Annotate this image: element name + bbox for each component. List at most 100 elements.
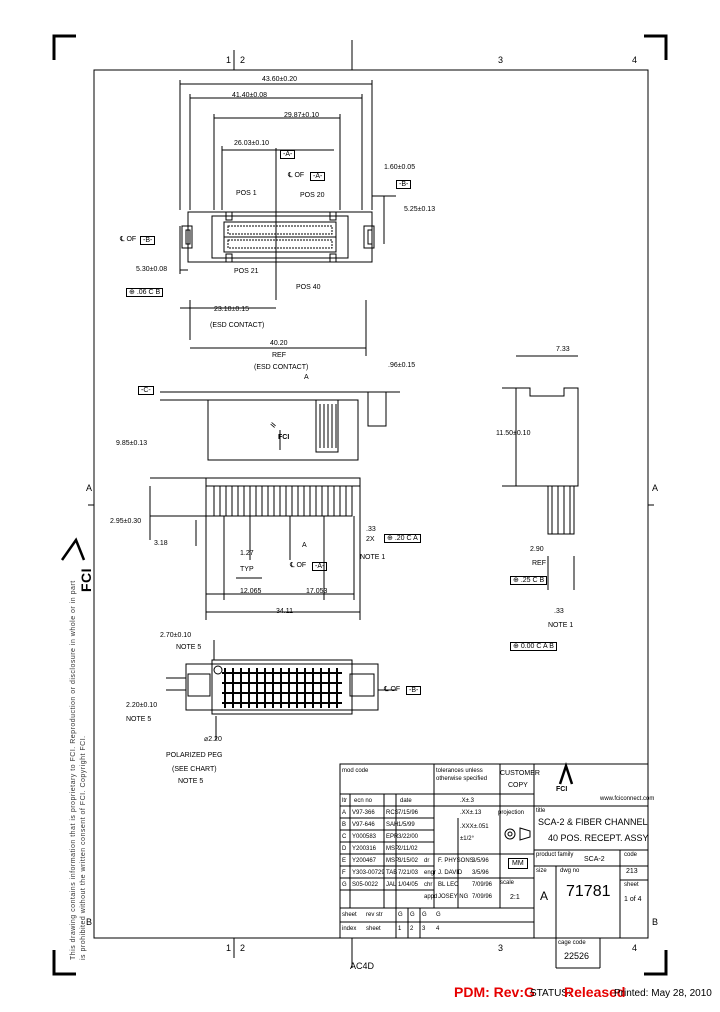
dim-40-20-note: (ESD CONTACT) [254,364,309,371]
bottom-view [166,640,396,740]
fcf-2-refs: C A [406,535,418,542]
rev-by: EPR [386,834,399,840]
title-block-grid [339,763,649,969]
rev-ltr: G [342,882,347,888]
corner-marks [52,34,668,976]
cl-of-a-label: ℄ OF [288,172,305,179]
label-pos-20: POS 20 [300,192,325,199]
zone-top-4: 4 [632,55,638,65]
rev-by: MSP [386,846,400,852]
rev-by: SAH [386,822,399,828]
rev-ecn: Y200467 [352,858,377,864]
rev-ltr: B [342,822,347,828]
zone-top-3: 3 [498,55,504,65]
tb-sheet: 1 of 4 [624,896,642,903]
cl-of-a-front-datum: -A- [312,562,328,571]
approval-date: 7/09/96 [472,894,493,900]
rev-date: 1/5/99 [398,822,415,828]
dim-40-20-ref: REF [272,352,286,359]
tb-copy: COPY [508,782,528,789]
rev-by: RCS [386,810,399,816]
fcf-2-tol: .20 [394,535,405,542]
rev-ecn: V97-366 [352,810,375,816]
side-notice-1: This drawing contains information that i… [70,580,77,960]
dim-0-33-side: .33 [554,608,564,615]
cl-of-a-datum: -A- [310,172,326,181]
tb-size: A [540,889,549,903]
tb-idx-g-1: G [398,912,403,918]
zone-left-a: A [86,483,93,493]
zone-right-b: B [652,917,659,927]
dim-2-20-note: NOTE 5 [126,716,152,723]
tb-row-sheet: sheet [342,912,357,918]
tb-idx-g-3: G [422,912,427,918]
dim-0-33-note: NOTE 1 [360,554,386,561]
side-view [502,355,579,590]
rev-date: 1/04/05 [398,882,419,888]
rev-by: JAL [386,882,397,888]
tb-hdr-date: date [400,798,412,804]
zone-bottom-1: 1 [226,943,232,953]
tb-cage-label: cage code [558,940,586,946]
fcf-4-tol: 0.00 [520,643,535,650]
tb-sheet-label: sheet [624,882,639,888]
tb-idx-1: 1 [398,926,402,932]
rev-by: TAB [386,870,398,876]
rev-ecn: Y000583 [352,834,377,840]
cl-of-b-datum: -B- [140,236,156,245]
rev-ltr: A [342,810,347,816]
tb-idx-g-2: G [410,912,415,918]
bottom-pin-grid [222,668,342,708]
fcf-3-tol: .25 [520,577,531,584]
dim-26-03: 26.03±0.10 [234,140,269,147]
approval-name: J. DAVID [438,870,463,876]
rev-ecn: S05-0022 [352,882,379,888]
dim-7-33: 7.33 [556,346,570,353]
dim-12-065: 12.065 [240,588,262,595]
tb-idx-g-4: G [436,912,441,918]
rev-date: 7/21/03 [398,870,419,876]
zone-left-b: B [86,917,93,927]
projection-symbol [504,827,531,841]
dim-11-50: 11.50±0.10 [496,430,531,437]
approval-date: 3/5/96 [472,858,489,864]
cl-of-b-bottom: ℄ OF [384,686,401,693]
dim-2-20: 2.20±0.10 [126,702,158,709]
fcf-3: ⊕ .25 C B [510,576,548,585]
tb-row-revstr: rev str [366,912,383,918]
tb-row-index: index [342,926,357,932]
rev-ecn: Y303-00729 [352,870,385,876]
fcf-3-refs: C B [532,577,545,584]
fcf-1: ⊕ .06 C B [126,288,164,297]
tb-idx-3: 3 [422,926,426,932]
dim-3-18: 3.18 [154,540,168,547]
dim-17-053: 17.053 [306,588,328,595]
label-pos-21: POS 21 [234,268,259,275]
tb-idx-2: 2 [410,926,414,932]
tb-row-sheet2: sheet [366,926,381,932]
rev-ltr: E [342,858,347,864]
tb-scale: 2:1 [510,894,520,901]
tb-product-family: SCA-2 [584,856,605,863]
dim-29-87: 29.87±0.10 [284,112,319,119]
dim-2-90-ref: REF [532,560,546,567]
footer-pdm: PDM: Rev:G [454,984,535,1000]
dim-34-11: 34.11 [276,608,293,615]
front-pins [219,404,347,516]
tb-tol-v4: ±1/2° [460,836,475,842]
fcf-1-refs: C B [148,289,161,296]
tb-idx-4: 4 [436,926,440,932]
dim-41-40: 41.40±0.08 [232,92,267,99]
tb-mm: MM [508,858,528,869]
dim-43-60: 43.60±0.20 [262,76,297,83]
approval-date: 7/09/96 [472,882,493,888]
dim-2-95: 2.95±0.30 [110,518,142,525]
zone-right-a: A [652,483,659,493]
approval-name: F. PHYSONS [438,858,474,864]
approval-role: chr [424,882,433,888]
tb-fci-logo: FCI [556,786,568,793]
tb-tol-2: otherwise specified [436,776,488,782]
tb-hdr-ecn: ecn no [354,798,373,804]
tb-code: 213 [626,868,638,875]
